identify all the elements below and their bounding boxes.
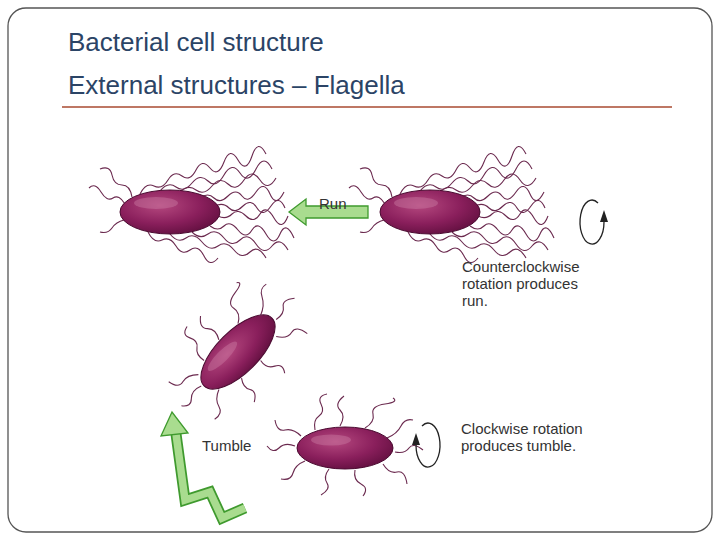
slide-title: Bacterial cell structure [68,27,668,57]
bacterium-run [349,146,554,262]
rotation-note: Counterclockwise rotation produces run. [462,258,604,309]
motion-label: Tumble [202,437,282,454]
motion-label: Run [319,195,379,212]
bacterium-tumble [267,394,423,496]
tumble-arrow-head [161,412,188,436]
ccw-rotation-symbol [580,200,608,244]
slide-subtitle: External structures – Flagella [68,70,668,100]
rotation-arrowhead [600,210,608,222]
rotation-note: Clockwise rotation produces tumble. [461,420,609,454]
slide-border [8,8,712,532]
rotation-arc [580,200,604,244]
rotation-arrowhead [412,433,420,445]
title-rule [62,106,672,108]
tumble-arrow [161,412,245,518]
rotation-arc [416,423,440,467]
bacterium-tumble [145,259,327,441]
bacterium-run [89,146,294,262]
cw-rotation-symbol [412,423,440,467]
